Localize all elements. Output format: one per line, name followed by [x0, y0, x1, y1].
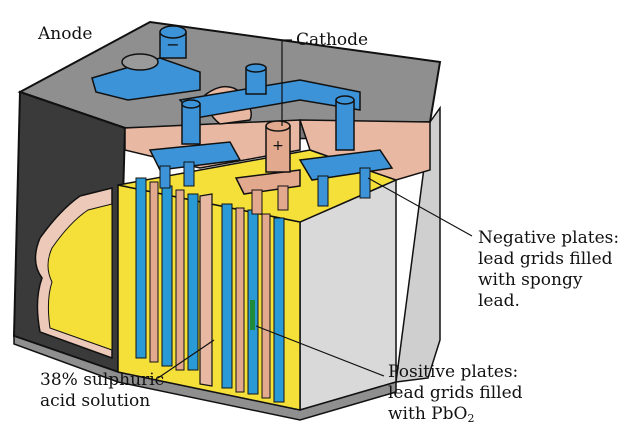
negative-line-3: with spongy — [478, 270, 619, 291]
left-cell-plates — [136, 178, 198, 370]
acid-line-2: acid solution — [40, 391, 164, 412]
positive-line-1: Positive plates: — [388, 362, 523, 383]
connector-post-top — [182, 100, 200, 108]
cell-divider — [200, 194, 212, 386]
negative-plates-label: Negative plates: lead grids filled with … — [478, 228, 619, 312]
connector-post — [336, 100, 354, 150]
connector-post — [182, 104, 200, 144]
plate-positive — [150, 182, 158, 362]
plate-negative — [222, 204, 232, 388]
acid-label: 38% sulphuric acid solution — [40, 370, 164, 412]
connector-post-top — [246, 64, 266, 72]
plate-tab — [318, 176, 328, 206]
positive-tab — [252, 190, 262, 214]
plus-sign: + — [272, 138, 284, 154]
plate-negative — [162, 186, 172, 366]
positive-plates-label: Positive plates: lead grids filled with … — [388, 362, 523, 429]
plate-positive — [262, 214, 270, 398]
plate-tab — [184, 162, 194, 186]
plate-tab — [360, 168, 370, 198]
plate-positive — [176, 190, 184, 370]
minus-sign: − — [166, 35, 179, 54]
negative-line-2: lead grids filled — [478, 249, 619, 270]
vent-cap — [122, 54, 158, 70]
plate-negative — [136, 178, 146, 358]
cathode-label: Cathode — [296, 30, 368, 51]
anode-label: Anode — [38, 24, 92, 45]
positive-tab — [278, 186, 288, 210]
cathode-post-top — [266, 121, 290, 131]
positive-line-2: lead grids filled — [388, 383, 523, 404]
negative-line-4: lead. — [478, 291, 619, 312]
positive-line-3-text: with PbO — [388, 404, 467, 424]
positive-line-3: with PbO2 — [388, 404, 523, 429]
plate-tab — [160, 166, 170, 188]
positive-line-3-subscript: 2 — [467, 412, 474, 425]
connector-post-top — [336, 96, 354, 104]
plate-green-core — [250, 300, 255, 330]
negative-line-1: Negative plates: — [478, 228, 619, 249]
acid-line-1: 38% sulphuric — [40, 370, 164, 391]
plate-negative — [274, 218, 284, 402]
right-cell-plates — [222, 204, 284, 402]
plate-negative — [188, 194, 198, 370]
plate-positive — [236, 208, 244, 392]
